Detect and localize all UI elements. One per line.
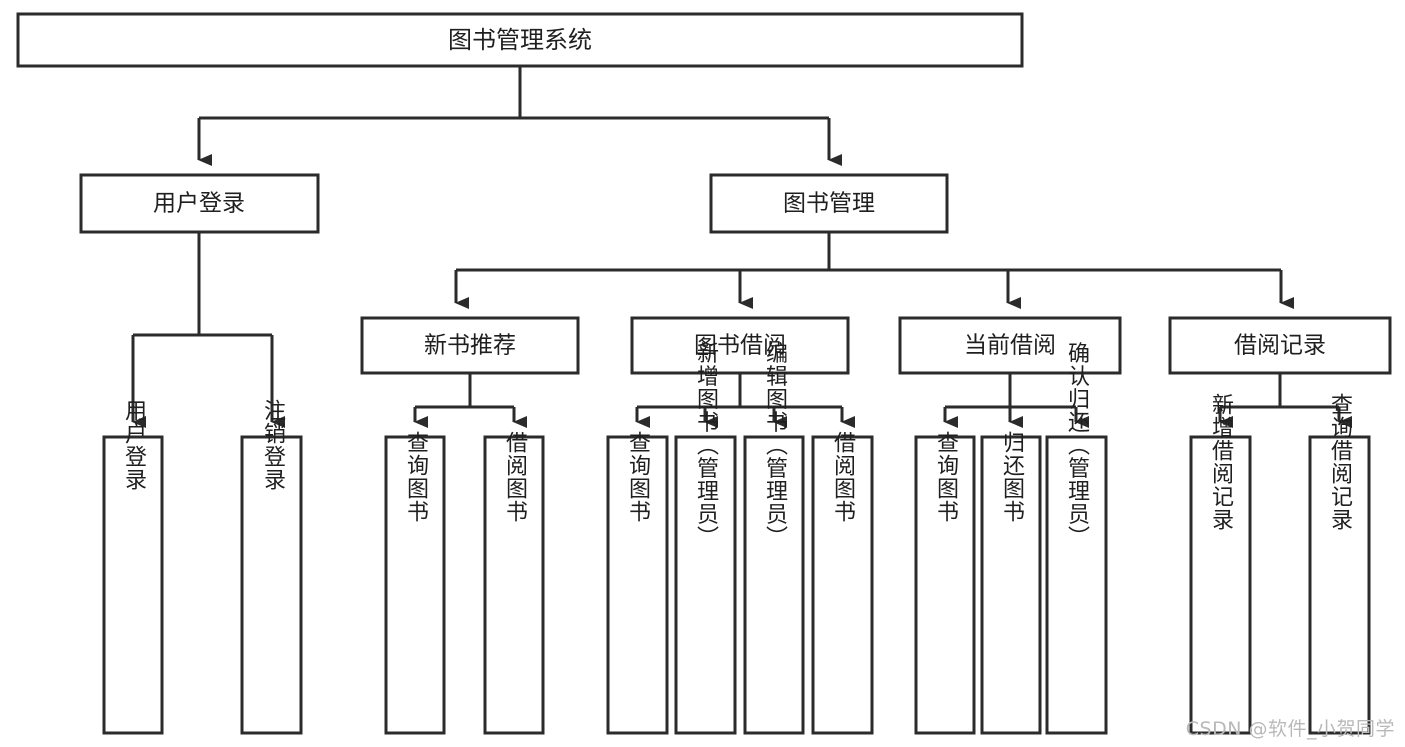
edge-new-book-rec-to-leaves (413, 373, 527, 428)
node-root-book-management-system[interactable]: 图书管理系统 (16, 12, 1024, 68)
leaf-node-label: 查询图书 (403, 431, 429, 523)
leaf-node-label: 查询图书 (625, 431, 651, 523)
leaf-node[interactable]: 查询图书 (384, 431, 446, 735)
node-user-login[interactable]: 用户登录 (79, 173, 320, 234)
node-book-management-label: 图书管理 (783, 191, 875, 217)
node-book-management[interactable]: 图书管理 (709, 173, 949, 234)
edge-borrow-record-to-leaves (1218, 373, 1352, 428)
leaf-node[interactable]: 借阅图书 (811, 431, 874, 735)
edge-user-login-to-leaves (131, 232, 285, 428)
leaf-node-label: 新增借阅记录 (1208, 393, 1234, 531)
leaf-node[interactable]: 用户登录 (102, 399, 164, 735)
edge-root-to-level2 (197, 66, 842, 166)
leaf-node-label: 新增图书（管理员） (693, 342, 719, 549)
node-new-book-recommendation[interactable]: 新书推荐 (360, 316, 580, 375)
leaf-node[interactable]: 新增图书（管理员） (674, 342, 737, 735)
node-book-borrowing-label: 图书借阅 (694, 333, 786, 359)
leaf-node-label: 查询图书 (933, 431, 959, 523)
node-borrowing-record-label: 借阅记录 (1234, 333, 1326, 359)
node-current-borrowing[interactable]: 当前借阅 (898, 316, 1122, 375)
leaf-node[interactable]: 确认归还（管理员） (1045, 342, 1108, 735)
leaf-node-label: 编辑图书（管理员） (762, 342, 788, 549)
connector-layer (131, 66, 1352, 428)
leaf-node[interactable]: 借阅图书 (483, 431, 545, 735)
edge-book-mgmt-to-level3 (454, 232, 1294, 309)
node-new-book-recommendation-label: 新书推荐 (424, 333, 516, 359)
leaf-node-label: 查询借阅记录 (1327, 393, 1353, 531)
csdn-watermark: CSDN @软件_小贺同学 (1185, 718, 1395, 740)
leaf-node-label: 用户登录 (121, 399, 147, 491)
leaf-node[interactable]: 查询图书 (606, 431, 669, 735)
node-borrowing-record[interactable]: 借阅记录 (1168, 316, 1392, 375)
leaf-node[interactable]: 编辑图书（管理员） (743, 342, 805, 735)
leaf-node-label: 归还图书 (999, 431, 1025, 523)
leaf-node-label: 借阅图书 (502, 431, 528, 523)
leaf-node[interactable]: 归还图书 (980, 431, 1042, 735)
leaf-node-label: 注销登录 (260, 399, 286, 491)
leaf-node-label: 确认归还（管理员） (1064, 342, 1090, 549)
edge-book-borrow-to-leaves (635, 373, 855, 428)
leaf-node-label: 借阅图书 (830, 431, 856, 523)
edge-current-borrow-to-leaves (943, 373, 1089, 428)
node-book-borrowing[interactable]: 图书借阅 (630, 316, 850, 375)
node-root-label: 图书管理系统 (448, 26, 592, 54)
node-current-borrowing-label: 当前借阅 (964, 333, 1056, 359)
leaf-node[interactable]: 注销登录 (240, 399, 303, 735)
leaf-node[interactable]: 查询借阅记录 (1308, 393, 1371, 735)
node-user-login-label: 用户登录 (153, 191, 245, 217)
leaf-node[interactable]: 新增借阅记录 (1189, 393, 1252, 735)
leaf-node[interactable]: 查询图书 (914, 431, 976, 735)
